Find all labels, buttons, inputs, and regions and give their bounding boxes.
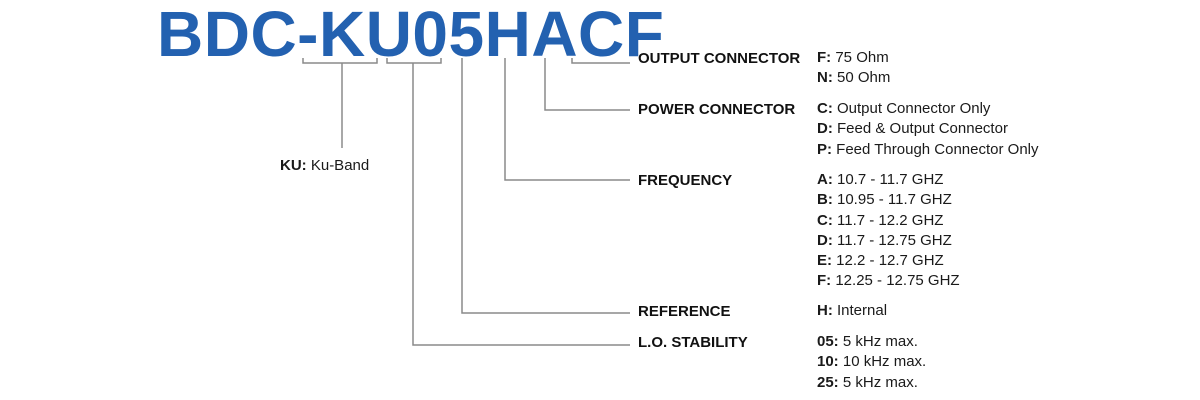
option-text: 50 Ohm [837,69,891,87]
lo-stability-label: L.O. STABILITY [638,334,748,351]
option-item: E: 12.2 - 12.7 GHZ [817,251,960,271]
power-connector-leader-line [544,58,630,111]
option-code: H: [817,302,833,319]
band-code: KU [280,157,302,174]
option-text: 5 kHz max. [842,373,918,391]
option-text: Output Connector Only [837,100,991,117]
ku-bracket-line [302,58,378,64]
option-item: C: 11.7 - 12.2 GHZ [817,211,960,231]
option-item: F: 12.25 - 12.75 GHZ [817,271,960,291]
frequency-leader-line [504,58,630,181]
option-item: B: 10.95 - 11.7 GHZ [817,190,960,210]
option-code: F: [817,49,832,66]
output-connector-label: OUTPUT CONNECTOR [638,50,801,67]
option-item: C: Output Connector Only [817,99,1039,119]
option-item: 10: 10 kHz max. [817,352,926,372]
option-text: 10.95 - 11.7 GHZ [837,191,952,209]
option-code: A: [817,171,833,188]
reference-label: REFERENCE [638,303,731,320]
option-code: P: [817,140,832,158]
option-text: 11.7 - 12.75 GHZ [837,231,952,249]
option-item: A: 10.7 - 11.7 GHZ [817,170,960,190]
stability-leader-line [412,63,630,346]
option-item: N: 50 Ohm [817,68,890,88]
option-item: 25: 5 kHz max. [817,373,926,393]
reference-options: H: Internal [817,301,887,321]
option-text: Feed Through Connector Only [836,140,1039,158]
option-text: 11.7 - 12.2 GHZ [837,211,944,229]
option-item: D: 11.7 - 12.75 GHZ [817,231,960,251]
option-item: P: Feed Through Connector Only [817,140,1039,160]
option-text: 75 Ohm [835,49,889,66]
option-item: D: Feed & Output Connector [817,119,1039,139]
frequency-options: A: 10.7 - 11.7 GHZ B: 10.95 - 11.7 GHZ C… [817,170,960,292]
option-text: 12.25 - 12.75 GHZ [835,272,960,290]
option-text: Internal [837,302,888,319]
option-item: F: 75 Ohm [817,48,890,68]
lo-stability-options: 05: 5 kHz max. 10: 10 kHz max. 25: 5 kHz… [817,332,926,393]
option-item: H: Internal [817,301,887,321]
option-text: 10.7 - 11.7 GHZ [837,171,944,188]
option-code: C: [817,100,833,117]
option-code: C: [817,211,833,229]
option-text: 5 kHz max. [842,333,918,350]
frequency-label: FREQUENCY [638,172,733,189]
option-code: 25: [817,373,839,391]
option-code: N: [817,69,833,87]
option-code: 05: [817,333,839,350]
band-text: Ku-Band [310,157,370,174]
stability-bracket-line [386,58,442,64]
option-code: F: [817,272,832,290]
option-text: Feed & Output Connector [837,120,1008,138]
band-description: KU: Ku-Band [280,157,369,174]
reference-leader-line [461,58,630,314]
option-code: D: [817,231,833,249]
option-code: B: [817,191,833,209]
option-code: D: [817,120,833,138]
power-connector-options: C: Output Connector Only D: Feed & Outpu… [817,99,1039,160]
output-connector-options: F: 75 Ohm N: 50 Ohm [817,48,890,89]
power-connector-label: POWER CONNECTOR [638,101,796,118]
output-connector-leader-line [571,58,630,64]
model-code-title: BDC-KU05HACF [157,0,665,70]
option-text: 10 kHz max. [842,353,927,371]
band-colon: : [301,157,307,174]
option-text: 12.2 - 12.7 GHZ [836,252,944,270]
option-code: E: [817,252,832,270]
option-item: 05: 5 kHz max. [817,332,926,352]
option-code: 10: [817,353,839,371]
